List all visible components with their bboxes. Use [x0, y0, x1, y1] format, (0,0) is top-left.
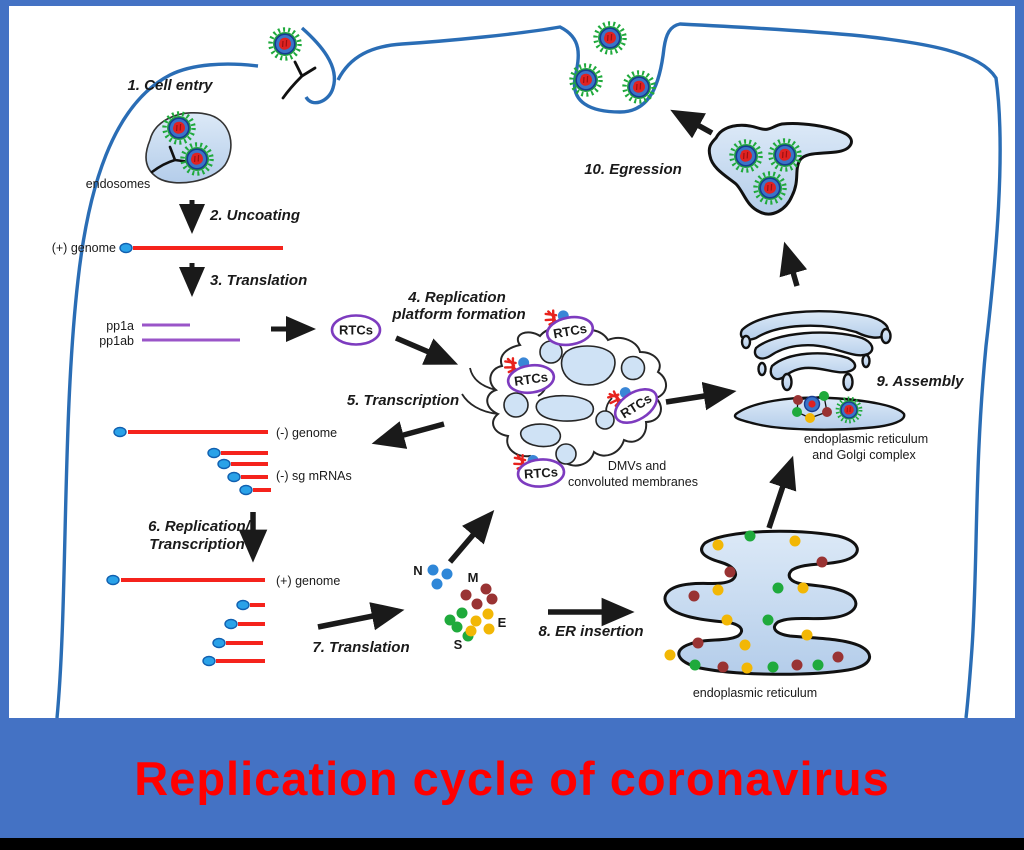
rtc-label: RTCs	[339, 323, 373, 338]
plus-genome-label: (+) genome	[276, 574, 340, 588]
arrow-step-7	[317, 602, 405, 631]
bottom-bar	[0, 838, 1024, 850]
rtc-label: RTCs	[524, 464, 559, 481]
endoplasmic-reticulum	[663, 529, 872, 676]
dmv-label-line2: convoluted membranes	[568, 475, 698, 489]
step-8-label: 8. ER insertion	[538, 623, 643, 640]
step-10-label: 10. Egression	[584, 161, 682, 178]
dmv-vesicles	[503, 340, 646, 465]
title-banner: Replication cycle of coronavirus	[0, 718, 1024, 838]
rtc-oval: RTCs	[502, 356, 556, 395]
protein-s-label: S	[454, 637, 463, 652]
virion-entering-icon	[271, 30, 300, 59]
rna-cap-icon	[119, 242, 133, 254]
arrow-step-5	[371, 421, 445, 449]
step-4-label-line2: platform formation	[391, 306, 525, 323]
step-4-label-line1: 4. Replication	[407, 289, 506, 306]
rtc-oval: RTCs	[330, 314, 382, 346]
protein-n-label: N	[413, 563, 422, 578]
e-protein-dots	[465, 608, 495, 637]
plus-genome-label: (+) genome	[52, 241, 116, 255]
rtc-oval: RTCs	[512, 453, 566, 488]
step-3-label: 3. Translation	[210, 272, 307, 289]
polyproteins: pp1a pp1ab	[99, 319, 240, 348]
arrow-step-4	[394, 335, 459, 365]
slide-title: Replication cycle of coronavirus	[134, 751, 890, 805]
pp1a-label: pp1a	[106, 319, 134, 333]
rtc-label: RTCs	[552, 321, 588, 342]
step-6-label-line1: 6. Replication/	[148, 518, 252, 535]
ergic-label-line2: and Golgi complex	[812, 448, 916, 462]
step-2-label: 2. Uncoating	[209, 207, 300, 224]
plus-strand-rnas: (+) genome	[106, 574, 340, 667]
rtc-label: RTCs	[513, 369, 549, 389]
rtc-oval: RTCs	[605, 387, 659, 425]
virion-released-icon	[625, 73, 654, 102]
arrow-step-10	[670, 109, 714, 139]
er-membrane-proteins	[664, 530, 844, 674]
arrow-dmv-to-golgi	[665, 381, 737, 411]
virion-released-icon	[596, 24, 625, 53]
replication-cycle-diagram: 1. Cell entry endosomes 2. Uncoating (+)…	[52, 0, 1002, 718]
step-6-label-line2: Transcription	[149, 536, 245, 553]
rtc-oval: RTCs	[543, 309, 595, 347]
golgi-complex	[733, 309, 906, 431]
step-1-label: 1. Cell entry	[127, 77, 213, 94]
n-protein-dots	[427, 564, 453, 590]
minus-genome-label: (-) genome	[276, 426, 337, 440]
endosomes-label: endosomes	[86, 177, 151, 191]
m-protein-dots	[460, 583, 498, 610]
egression-vesicle	[707, 122, 853, 216]
arrow-golgi-to-vesicle	[779, 241, 808, 287]
er-label: endoplasmic reticulum	[693, 686, 817, 700]
dmv-label-line1: DMVs and	[608, 459, 666, 473]
endosome	[145, 113, 232, 184]
released-virions	[572, 24, 654, 102]
arrow-er-to-golgi	[766, 455, 797, 529]
step-9-label: 9. Assembly	[877, 373, 965, 390]
step-5-label: 5. Transcription	[347, 392, 459, 409]
plus-genome-row1: (+) genome	[52, 241, 283, 255]
ergic-label-line1: endoplasmic reticulum	[804, 432, 928, 446]
step-7-label: 7. Translation	[312, 639, 409, 656]
minus-strand-rnas: (-) genome (-) sg mRNAs	[113, 426, 352, 496]
s-protein-dots	[444, 607, 474, 642]
spike-receptor-icon	[281, 60, 317, 100]
cell-membrane	[55, 22, 1002, 718]
protein-m-label: M	[468, 570, 479, 585]
dmv-complex: RTCs RTCs RTCs RTCs	[461, 309, 667, 488]
structural-proteins: N M S E	[413, 563, 506, 652]
protein-e-label: E	[498, 615, 507, 630]
pp1ab-label: pp1ab	[99, 334, 134, 348]
arrow-n-to-dmv	[447, 509, 495, 564]
assembling-virion-icon	[792, 391, 832, 423]
minus-sg-mrnas-label: (-) sg mRNAs	[276, 469, 352, 483]
